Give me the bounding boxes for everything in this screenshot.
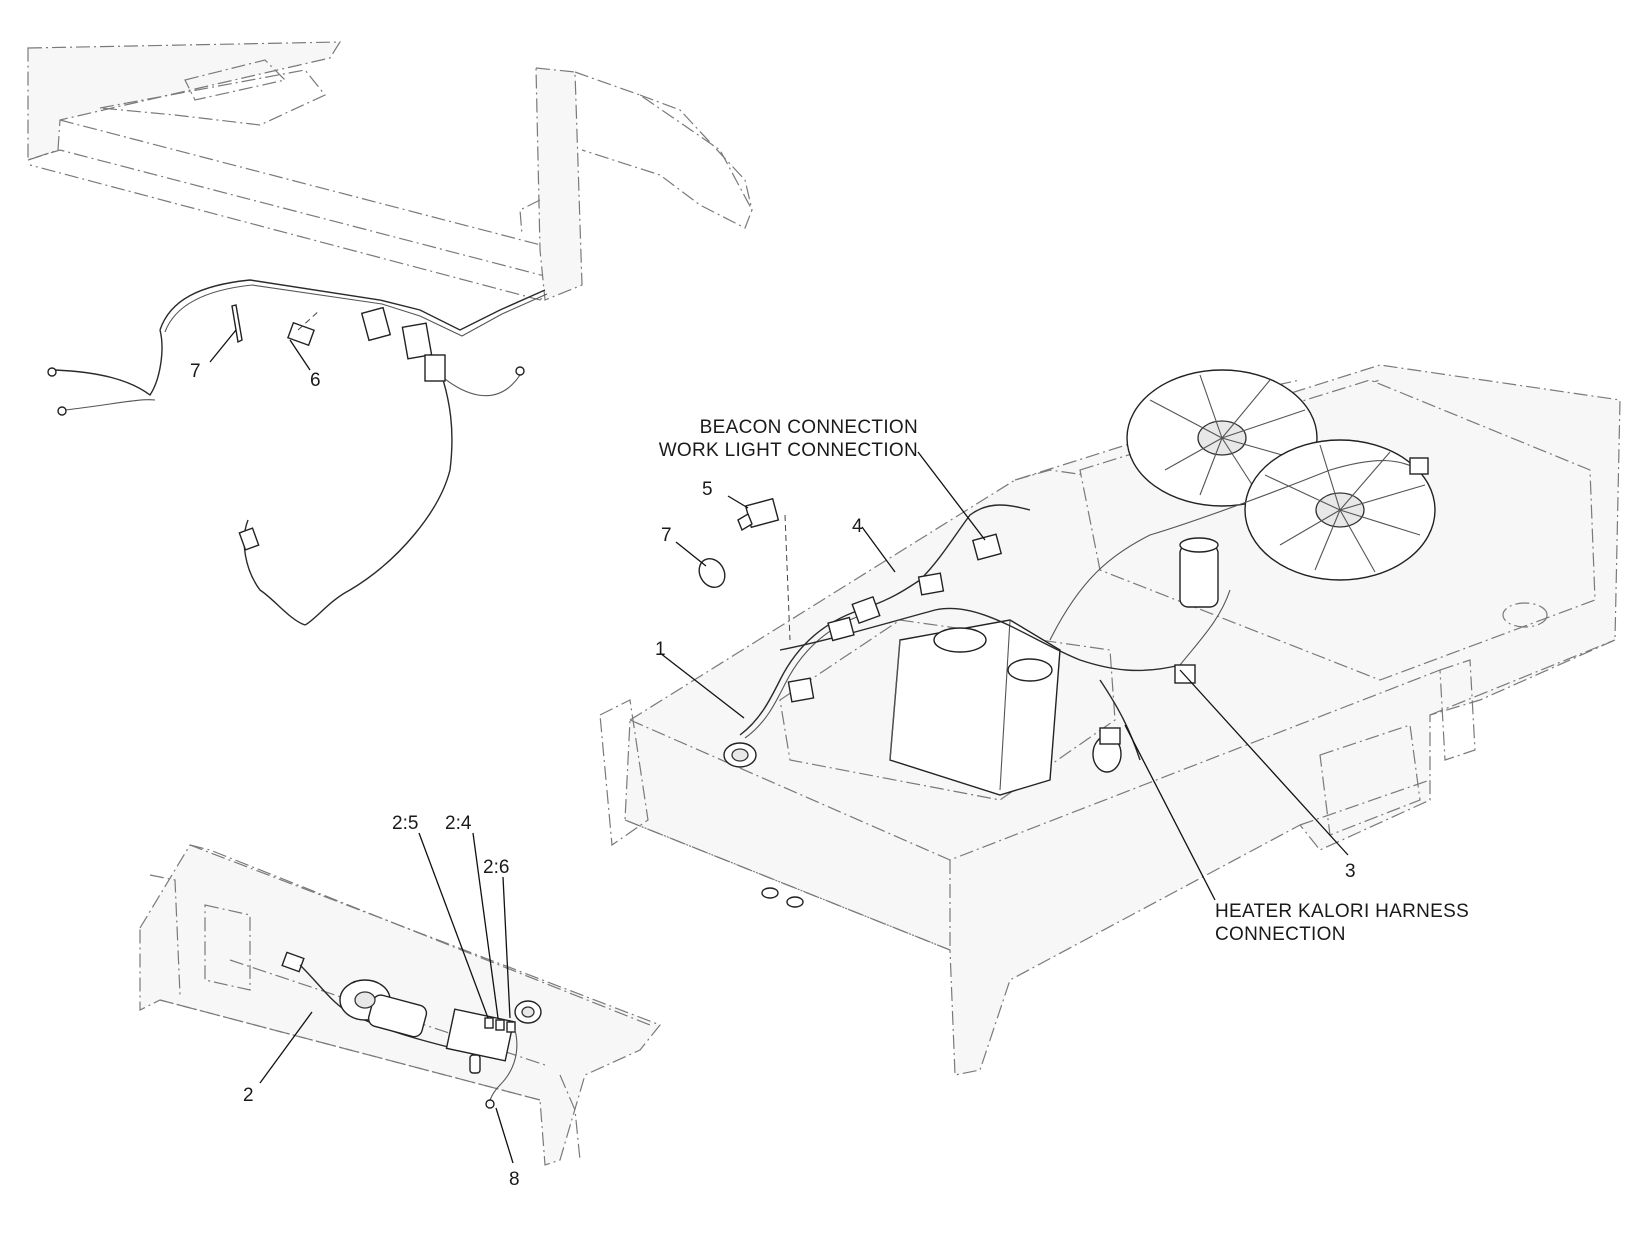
chassis-callouts: 4 1 3 BEACON CONNECTION WORK LIGHT CONNE… <box>655 417 1469 945</box>
callout-2-5: 2:5 <box>392 813 418 834</box>
callout-6: 6 <box>310 370 321 391</box>
loose-parts-relay: 5 7 <box>661 479 780 589</box>
note-work-light-connection: WORK LIGHT CONNECTION <box>659 440 918 461</box>
callout-4: 4 <box>852 516 863 537</box>
callout-5: 5 <box>702 479 713 500</box>
note-heater-harness-line2: CONNECTION <box>1215 924 1346 945</box>
callout-2: 2 <box>243 1085 254 1106</box>
callout-3: 3 <box>1345 861 1356 882</box>
callout-8: 8 <box>509 1169 520 1190</box>
callout-2-4: 2:4 <box>445 813 472 834</box>
callout-1: 1 <box>655 639 666 660</box>
cooling-fan-right <box>1244 439 1436 581</box>
roof-harness: 7 6 <box>47 279 548 626</box>
roof-assembly <box>27 41 753 301</box>
dash-callouts: 2:5 2:4 2:6 2 8 <box>243 813 520 1190</box>
filter-canister <box>1179 537 1219 608</box>
callout-7-mid: 7 <box>661 525 672 546</box>
main-harness <box>723 457 1429 768</box>
wiper-motor <box>339 979 428 1038</box>
chassis-assembly <box>599 364 1621 1076</box>
note-heater-harness-line1: HEATER KALORI HARNESS <box>1215 901 1469 922</box>
dash-harness <box>281 951 542 1109</box>
callout-2-6: 2:6 <box>483 857 509 878</box>
callout-7-top: 7 <box>190 361 201 382</box>
note-beacon-connection: BEACON CONNECTION <box>700 417 918 438</box>
